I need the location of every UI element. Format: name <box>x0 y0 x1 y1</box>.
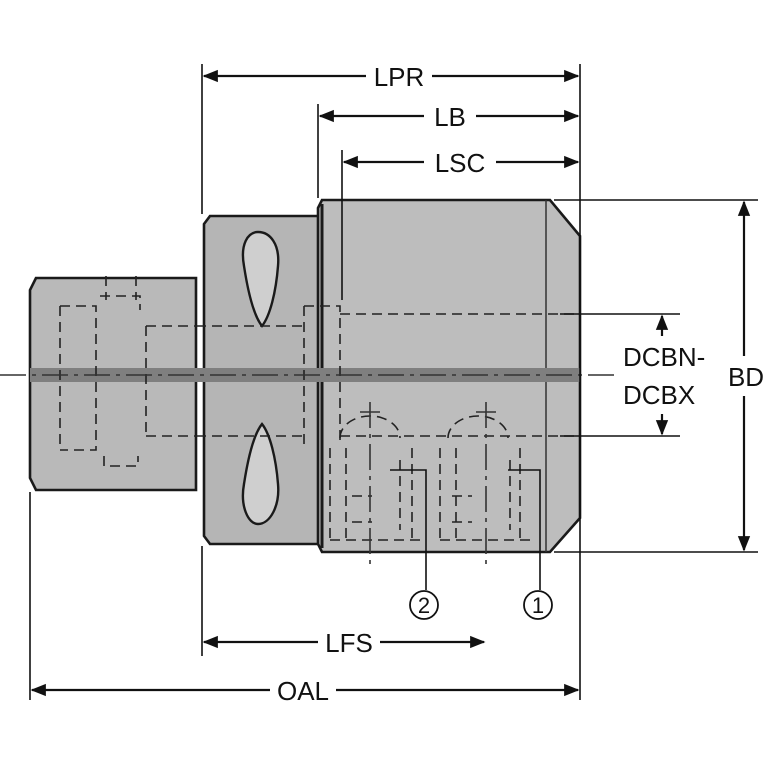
dimension-lb: LB <box>318 102 580 132</box>
label-oal: OAL <box>277 676 329 706</box>
dimension-lfs: LFS <box>202 628 486 658</box>
hidden-lines <box>59 276 580 541</box>
dimension-lsc: LSC <box>342 148 580 178</box>
callout-1: 1 <box>508 469 553 620</box>
callout-2: 2 <box>390 469 439 620</box>
drive-slot-bottom <box>241 422 280 526</box>
shank <box>28 276 198 492</box>
center-lines <box>0 374 620 566</box>
dimension-lpr: LPR <box>202 62 580 92</box>
callout-1-circle <box>523 590 553 620</box>
dimension-bd: BD <box>728 200 764 552</box>
callout-2-label: 2 <box>418 593 430 618</box>
label-dcbn: DCBN- <box>623 342 705 372</box>
label-dcbx: DCBX <box>623 380 695 410</box>
dimension-dcbn-dcbx: DCBN- DCBX <box>623 314 705 436</box>
label-lpr: LPR <box>374 62 425 92</box>
label-lfs: LFS <box>325 628 373 658</box>
label-lsc: LSC <box>435 148 486 178</box>
label-bd: BD <box>728 362 764 392</box>
dimension-oal: OAL <box>30 676 580 706</box>
callout-2-circle <box>409 590 439 620</box>
callout-1-label: 1 <box>532 593 544 618</box>
tool-body <box>28 198 582 554</box>
label-lb: LB <box>434 102 466 132</box>
extension-lines <box>29 64 758 700</box>
